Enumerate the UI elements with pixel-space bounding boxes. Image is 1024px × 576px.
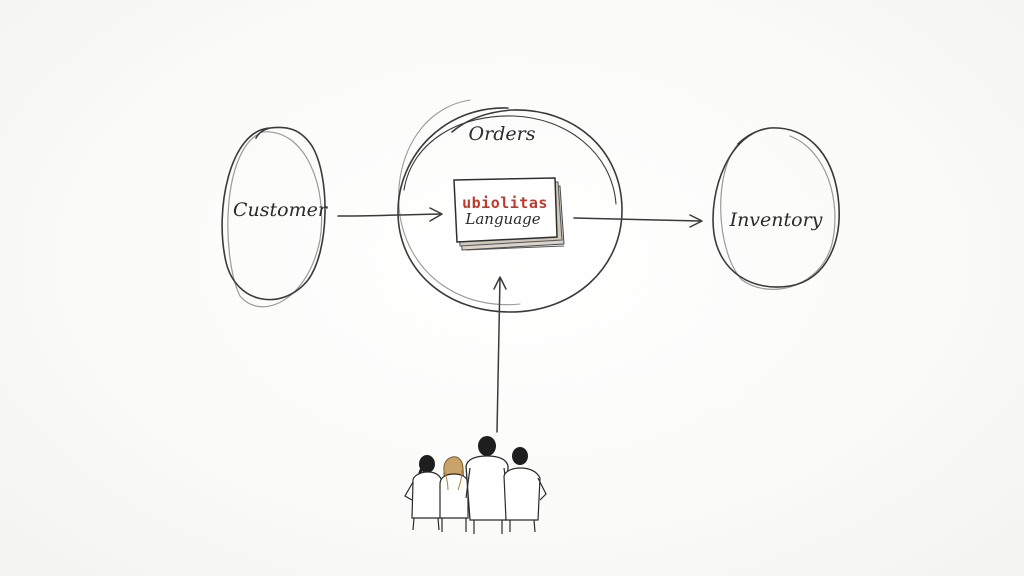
book-title-line1: ubiolitas	[462, 194, 548, 212]
inventory-context: Inventory	[712, 127, 840, 290]
orders-circle-overdraw	[403, 115, 617, 205]
inventory-label: Inventory	[729, 209, 823, 231]
person-1-shirt	[411, 471, 443, 519]
inventory-ellipse-shadow	[720, 135, 836, 290]
person-2	[439, 456, 469, 532]
person-1-legs	[412, 517, 440, 531]
person-2-shirt	[439, 473, 469, 519]
person-4-arm	[537, 477, 547, 501]
person-2-legs	[441, 518, 467, 532]
orders-context: Orders ubiolitas Language	[397, 99, 623, 313]
person-1	[404, 455, 443, 531]
customer-context: Customer	[221, 126, 329, 308]
arrow-customer-orders-head	[429, 207, 443, 222]
person-3-shirt	[465, 455, 509, 521]
book-title-line2: Language	[464, 210, 540, 228]
person-4-legs	[509, 519, 536, 533]
arrow-orders-to-inventory	[573, 214, 703, 228]
orders-circle-shadow	[398, 99, 521, 306]
person-4	[503, 447, 547, 533]
person-3-legs	[473, 520, 503, 534]
customer-ellipse	[221, 126, 326, 301]
customer-label: Customer	[233, 199, 329, 221]
person-1-arm	[404, 481, 414, 501]
customer-ellipse-shadow	[227, 131, 323, 308]
ubiquitous-language-book: ubiolitas Language	[453, 177, 565, 251]
orders-circle	[397, 107, 623, 313]
arrow-team-to-orders	[493, 276, 507, 433]
person-4-shirt	[503, 467, 541, 521]
arrow-customer-to-orders	[337, 207, 443, 222]
person-2-hair-strands	[443, 469, 463, 491]
person-3-head	[478, 436, 496, 456]
team-figures	[404, 436, 547, 534]
inventory-ellipse	[712, 127, 840, 288]
book-spine-line	[465, 245, 565, 251]
arrow-orders-inventory-head	[689, 214, 703, 228]
person-3	[465, 436, 509, 534]
book-cover	[453, 177, 558, 243]
arrow-team-orders-shaft	[496, 277, 501, 433]
person-4-head	[512, 447, 528, 465]
arrow-team-orders-head	[493, 276, 507, 290]
arrow-orders-inventory-shaft	[573, 217, 701, 222]
arrow-customer-orders-shaft	[337, 213, 441, 217]
orders-label: Orders	[469, 123, 536, 145]
